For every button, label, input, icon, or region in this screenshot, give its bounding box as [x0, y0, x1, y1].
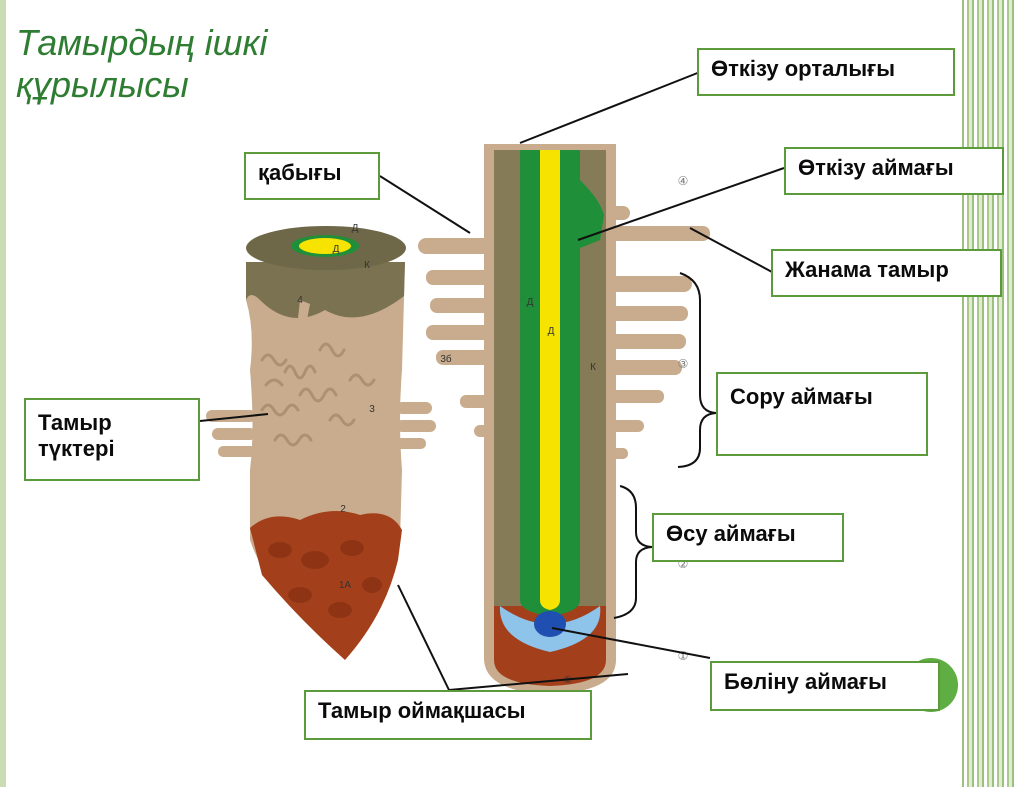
label-conduction-zone: Өткізу аймағы — [784, 147, 1004, 195]
leader-center — [520, 72, 700, 143]
label-root-cap: Тамыр оймақшасы — [304, 690, 592, 740]
label-lateral-root: Жанама тамыр — [771, 249, 1002, 297]
circle-marker-4: ④ — [678, 174, 689, 188]
marker-d-core: Д — [548, 326, 555, 337]
leader-cap-left — [398, 585, 449, 690]
marker-3b: 3б — [440, 353, 452, 365]
marker-1a: 1А — [339, 580, 352, 591]
longitudinal-section-model: Д Д К 3б ① ④ ③ ② ① — [418, 144, 710, 694]
brace-growth — [614, 486, 652, 618]
circle-marker-3: ③ — [678, 357, 689, 371]
label-bark: қабығы — [244, 152, 380, 200]
label-division-zone: Бөліну аймағы — [710, 661, 940, 711]
marker-k-ring: К — [364, 260, 370, 271]
marker-3: 3 — [369, 404, 375, 415]
circle-marker-1: ① — [678, 649, 689, 663]
marker-d-top: Д — [352, 223, 359, 234]
leader-lateral — [690, 228, 772, 272]
marker-2: 2 — [340, 504, 346, 515]
label-root-hairs: Тамыр түктері — [24, 398, 200, 481]
label-growth-zone: Өсу аймағы — [652, 513, 844, 562]
marker-d-long: Д — [527, 297, 534, 308]
marker-k-long: К — [590, 362, 596, 373]
label-absorption-zone: Сору аймағы — [716, 372, 928, 456]
label-center: Өткізу орталығы — [697, 48, 955, 96]
marker-4: 4 — [297, 295, 303, 306]
leader-bark — [380, 176, 470, 233]
marker-d-ring: Д — [333, 244, 340, 255]
